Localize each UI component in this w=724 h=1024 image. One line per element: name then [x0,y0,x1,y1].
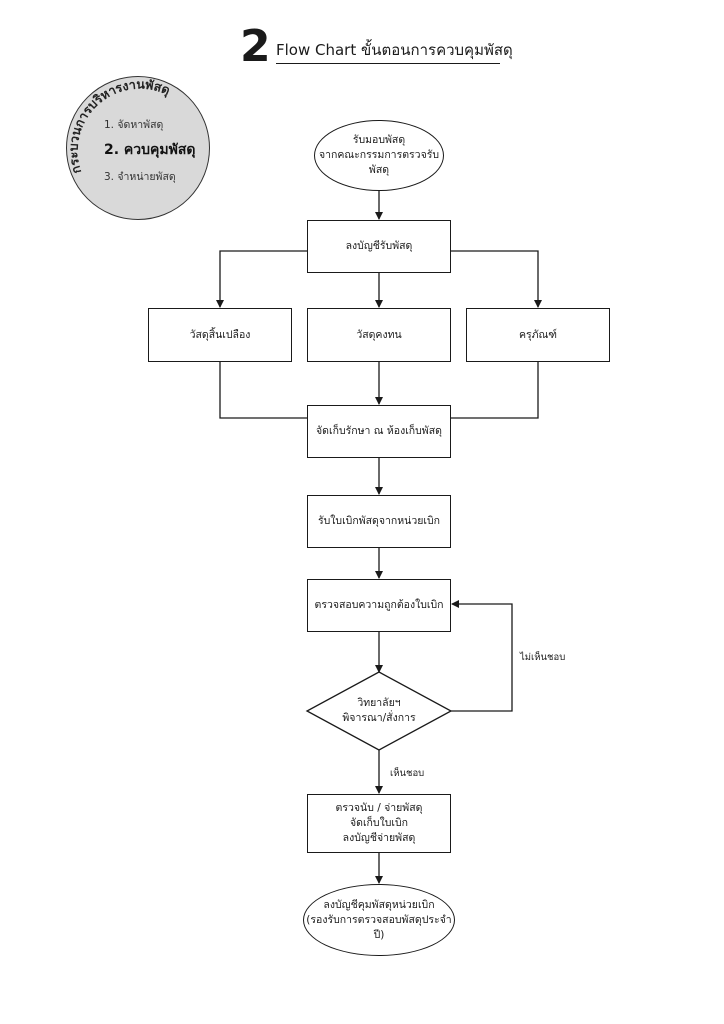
start-oval: รับมอบพัสดุ จากคณะกรรมการตรวจรับพัสดุ [314,120,444,191]
consumable-box: วัสดุสิ้นเปลือง [148,308,292,362]
arrow-reject-loop [451,600,513,712]
dispense-box: ตรวจนับ / จ่ายพัสดุ จัดเก็บใบเบิก ลงบัญช… [307,794,451,853]
arrow-register-consumable [216,250,307,308]
end-line1: ลงบัญชีคุมพัสดุหน่วยเบิก [323,898,435,911]
end-line2: (รองรับการตรวจสอบพัสดุประจำปี) [306,913,452,941]
edge-label-approve: เห็นชอบ [390,768,425,779]
end-oval: ลงบัญชีคุมพัสดุหน่วยเบิก (รองรับการตรวจส… [303,884,455,956]
dispense-line2: จัดเก็บใบเบิก [350,817,408,829]
decision-diamond [305,671,453,751]
consumable-label: วัสดุสิ้นเปลือง [189,328,251,341]
decision-line1: วิทยาลัยฯ [357,697,401,709]
title-underline [276,63,500,64]
register-box: ลงบัญชีรับพัสดุ [307,220,451,273]
section-number: 2 [240,21,271,72]
check-box: ตรวจสอบความถูกต้องใบเบิก [307,579,451,632]
store-box: จัดเก็บรักษา ณ ห้องเก็บพัสดุ [307,405,451,458]
start-line2: จากคณะกรรมการตรวจรับพัสดุ [318,149,440,176]
process-badge [66,76,210,220]
store-label: จัดเก็บรักษา ณ ห้องเก็บพัสดุ [316,425,442,437]
badge-item-control: 2. ควบคุมพัสดุ [104,142,196,158]
equipment-box: ครุภัณฑ์ [466,308,610,362]
dispense-line1: ตรวจนับ / จ่ายพัสดุ [335,802,423,814]
arrow-register-equipment [451,250,542,308]
durable-label: วัสดุคงทน [356,328,402,341]
edge-label-reject: ไม่เห็นชอบ [520,652,566,663]
check-label: ตรวจสอบความถูกต้องใบเบิก [314,599,444,611]
badge-arc-title: กระบวนการบริหารงานพัสดุ [66,77,173,176]
badge-item-dispose: 3. จำหน่ายพัสดุ [104,171,176,183]
dispense-line3: ลงบัญชีจ่ายพัสดุ [342,832,416,844]
decision-text: วิทยาลัยฯ พิจารณา/สั่งการ [327,688,431,734]
badge-item-procure: 1. จัดหาพัสดุ [104,119,164,131]
page-title: Flow Chart ขั้นตอนการควบคุมพัสดุ [276,41,513,59]
decision-line2: พิจารณา/สั่งการ [342,712,416,724]
register-label: ลงบัญชีรับพัสดุ [345,240,413,252]
start-line1: รับมอบพัสดุ [352,134,406,146]
durable-box: วัสดุคงทน [307,308,451,362]
equipment-label: ครุภัณฑ์ [518,328,558,341]
line-consumable-store [219,362,307,419]
line-equipment-store [451,362,539,419]
requisition-box: รับใบเบิกพัสดุจากหน่วยเบิก [307,495,451,548]
requisition-label: รับใบเบิกพัสดุจากหน่วยเบิก [317,515,441,527]
